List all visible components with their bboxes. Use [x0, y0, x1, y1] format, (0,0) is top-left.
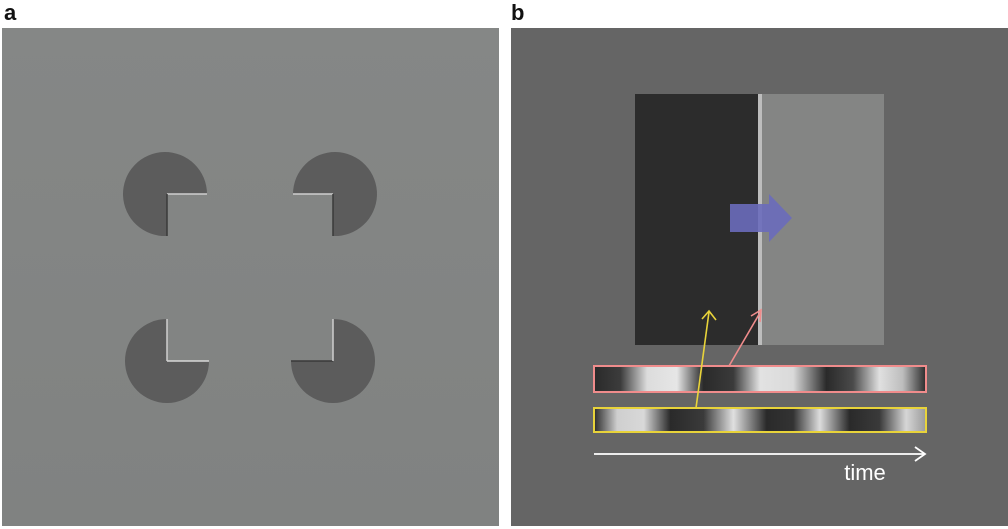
panel-a-label: a [4, 0, 17, 25]
panel-a-kanizsa-figure [2, 28, 499, 526]
luminance-strip-edge [593, 365, 927, 393]
inducer-top-left [123, 152, 207, 237]
yellow-pointer-arrow [695, 309, 717, 409]
inducer-bottom-right [291, 319, 375, 403]
luminance-strip-interior [593, 407, 927, 433]
motion-direction-arrow [730, 194, 792, 242]
panel-a-background [2, 28, 499, 526]
inducer-bottom-left [125, 319, 209, 403]
pink-pointer-arrow [728, 308, 762, 367]
time-axis-label: time [844, 460, 886, 485]
inducer-top-right [293, 152, 377, 237]
panel-b-label: b [511, 0, 525, 25]
panel-b-moving-edge-figure: time [511, 28, 1008, 526]
time-axis [594, 446, 927, 462]
